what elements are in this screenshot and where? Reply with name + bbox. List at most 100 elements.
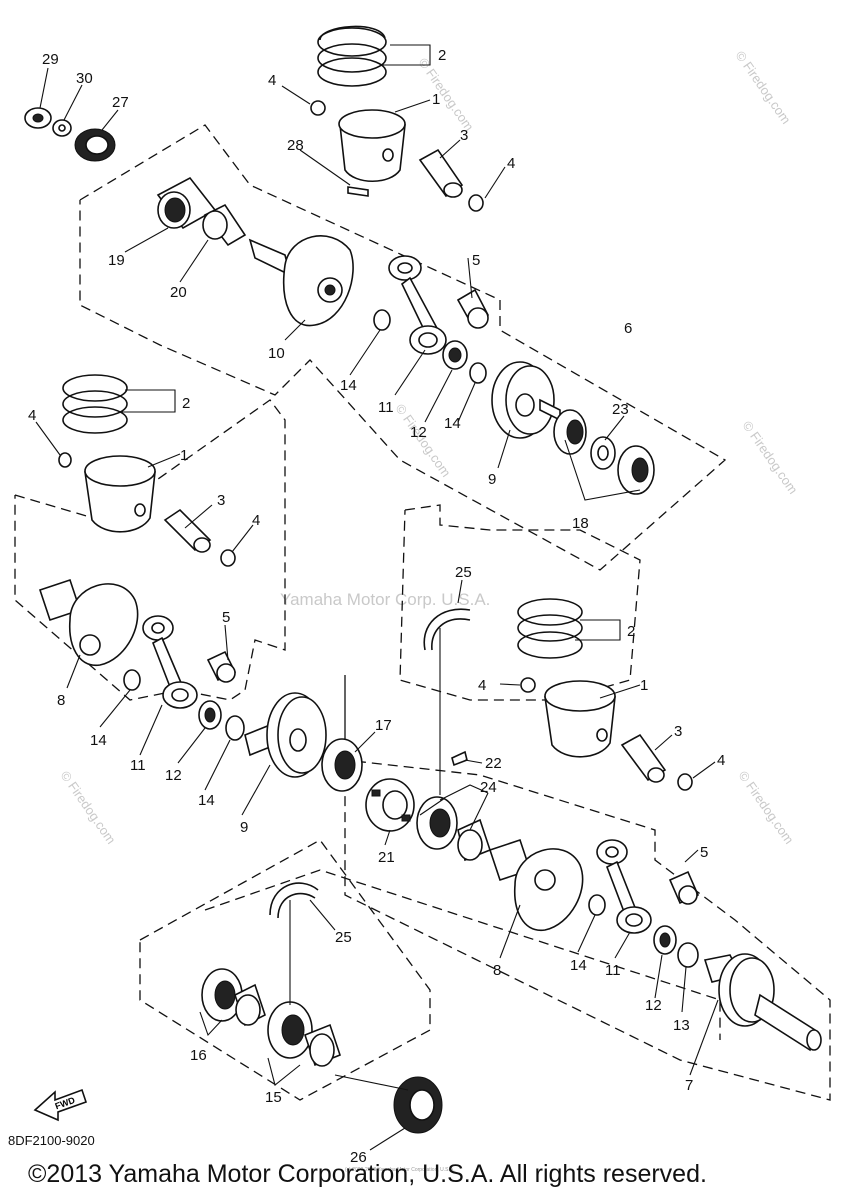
- part-washer: [677, 942, 699, 968]
- part-bearing-ring: [590, 436, 616, 470]
- part-clip: [58, 452, 72, 468]
- callout-12: 12: [165, 767, 182, 784]
- callout-5: 5: [472, 252, 480, 269]
- part-clip: [677, 773, 693, 791]
- fwd-arrow-icon: FWD: [33, 1088, 88, 1122]
- part-piston-top: [338, 109, 406, 182]
- drawing-code: 8DF2100-9020: [8, 1133, 95, 1148]
- part-piston-right: [544, 680, 616, 758]
- dashed-box-bottom: [139, 839, 431, 1101]
- callout-1: 1: [180, 447, 188, 464]
- part-washer: [52, 119, 72, 137]
- dashed-box-bottom-inner: [204, 869, 721, 1040]
- callout-14: 14: [570, 957, 587, 974]
- part-oil-seal-bottom: [393, 1076, 443, 1134]
- part-dowel-pin: [451, 750, 468, 767]
- part-piston-middle: [84, 455, 156, 533]
- callout-numbers: 1 2 3 4 4 28 29 30 27 19 20 10 5 6 14 11…: [28, 47, 725, 1166]
- callout-4: 4: [268, 72, 276, 89]
- callout-16: 16: [190, 1047, 207, 1064]
- callout-24: 24: [480, 779, 497, 796]
- callout-8: 8: [57, 692, 65, 709]
- watermark-site: © Firedog.com: [58, 768, 119, 847]
- callout-7: 7: [685, 1077, 693, 1094]
- part-connecting-rod-middle: [142, 615, 198, 709]
- part-piston-rings-right: [517, 598, 583, 659]
- callout-4: 4: [478, 677, 486, 694]
- callout-4: 4: [717, 752, 725, 769]
- part-connecting-rod-upper: [388, 255, 447, 355]
- part-connecting-rod-right: [596, 839, 652, 934]
- watermark-center: Yamaha Motor Corp. U.S.A.: [280, 590, 490, 609]
- watermark-site: © Firedog.com: [416, 55, 477, 134]
- callout-15: 15: [265, 1089, 282, 1106]
- part-piston-pin: [418, 148, 464, 198]
- watermark-site: © Firedog.com: [733, 48, 794, 127]
- part-crank-web-upper: [491, 361, 561, 439]
- dashed-box-middle: [14, 399, 286, 701]
- callout-14: 14: [444, 415, 461, 432]
- callout-26: 26: [350, 1149, 367, 1166]
- callout-1: 1: [432, 91, 440, 108]
- watermark-site: © Firedog.com: [736, 768, 797, 847]
- callout-11: 11: [130, 757, 146, 774]
- callout-28: 28: [287, 137, 304, 154]
- part-circlip: [269, 882, 319, 919]
- callout-23: 23: [612, 401, 629, 418]
- callout-18: 18: [572, 515, 589, 532]
- part-bearing-with-sleeve: [416, 796, 491, 862]
- part-needle-bearing: [456, 288, 490, 329]
- callout-22: 22: [485, 755, 502, 772]
- part-center-bearing: [321, 738, 363, 792]
- callout-2: 2: [627, 623, 635, 640]
- callout-5: 5: [222, 609, 230, 626]
- part-bearing-16: [201, 968, 266, 1027]
- callout-3: 3: [460, 127, 468, 144]
- part-crank-half-middle: [38, 578, 139, 666]
- part-piston-pin: [620, 733, 667, 783]
- callout-25: 25: [455, 564, 472, 581]
- callout-4: 4: [252, 512, 260, 529]
- part-thrust-washer: [123, 669, 141, 691]
- part-labyrinth-seal: [365, 778, 415, 832]
- part-oil-seal: [74, 128, 116, 162]
- callout-12: 12: [645, 997, 662, 1014]
- callout-8: 8: [493, 962, 501, 979]
- callout-11: 11: [605, 962, 621, 979]
- part-crank-bearing: [653, 925, 677, 955]
- part-circlip: [423, 608, 471, 651]
- part-clip: [220, 549, 236, 567]
- callout-12: 12: [410, 424, 427, 441]
- part-clip: [468, 194, 484, 212]
- part-thrust-washer: [373, 309, 391, 331]
- part-piston-rings-top: [317, 25, 387, 87]
- callout-3: 3: [674, 723, 682, 740]
- callout-29: 29: [42, 51, 59, 68]
- callout-19: 19: [108, 252, 125, 269]
- callout-25: 25: [335, 929, 352, 946]
- leader-lines: [35, 44, 719, 1151]
- part-bearing-15: [267, 1001, 341, 1067]
- part-clip: [520, 677, 536, 693]
- part-crank-end: [703, 953, 822, 1052]
- part-piston-pin: [163, 508, 212, 553]
- part-main-bearing-inner: [553, 409, 587, 455]
- callout-27: 27: [112, 94, 129, 111]
- callout-30: 30: [76, 70, 93, 87]
- part-crank-bearing: [442, 340, 468, 370]
- callout-3: 3: [217, 492, 225, 509]
- part-piston-rings-middle: [62, 374, 128, 434]
- callout-6: 6: [624, 320, 632, 337]
- part-crank-half-right: [488, 838, 584, 931]
- callout-9: 9: [240, 819, 248, 836]
- callout-14: 14: [340, 377, 357, 394]
- copyright-notice: ©2013 Yamaha Motor Corporation, U.S.A. A…: [28, 1160, 707, 1188]
- part-clip: [310, 100, 326, 116]
- part-needle-bearing: [668, 870, 700, 905]
- watermark-site: © Firedog.com: [740, 418, 801, 497]
- callout-1: 1: [640, 677, 648, 694]
- callout-5: 5: [700, 844, 708, 861]
- callout-21: 21: [378, 849, 395, 866]
- callout-20: 20: [170, 284, 187, 301]
